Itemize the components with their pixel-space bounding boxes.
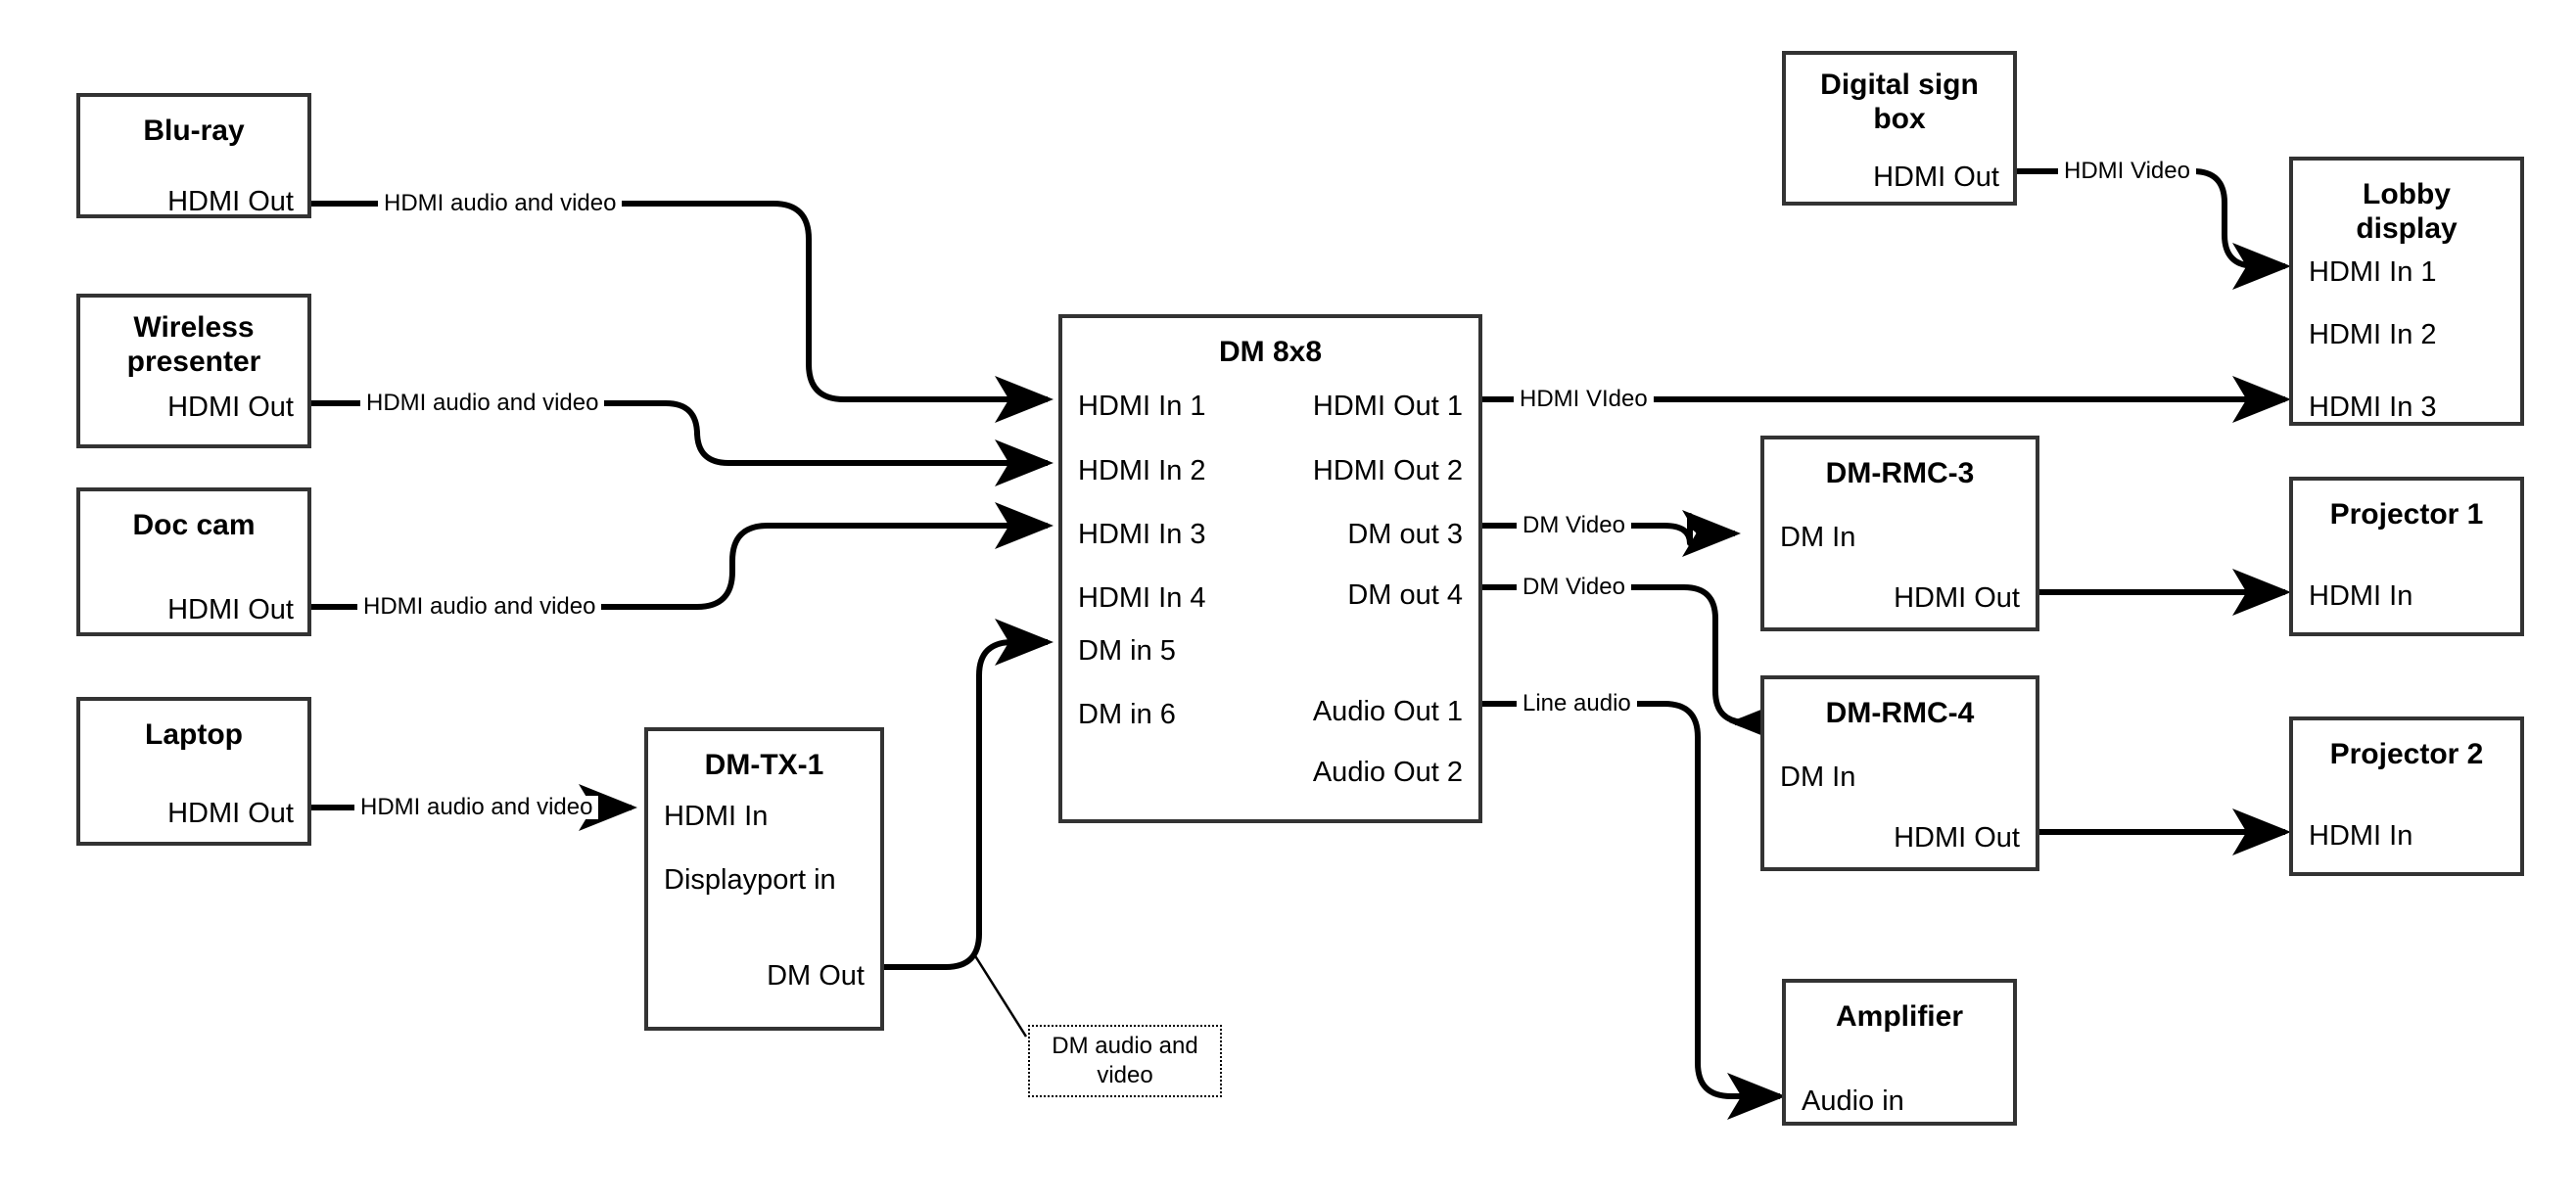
- node-wireless-presenter[interactable]: Wireless presenter HDMI Out: [76, 294, 311, 448]
- wire-wireless-to-dm8x8-hdmi-in-2: [311, 400, 1054, 486]
- node-wireless-presenter-title-line-2: presenter: [126, 346, 261, 378]
- node-amplifier[interactable]: Amplifier Audio in: [1782, 979, 2017, 1126]
- port-dm-8x8-dm-out-3[interactable]: DM out 3: [1347, 519, 1463, 550]
- port-wireless-presenter-hdmi-out[interactable]: HDMI Out: [167, 392, 294, 423]
- node-laptop[interactable]: Laptop HDMI Out: [76, 697, 311, 846]
- node-lobby-display-title-line-2: display: [2356, 212, 2458, 245]
- wire-label-dmout3-to-rmc3: DM Video: [1517, 514, 1631, 537]
- wire-label-wireless-to-dm8x8: HDMI audio and video: [360, 392, 605, 415]
- port-lobby-display-hdmi-in-2[interactable]: HDMI In 2: [2309, 319, 2437, 350]
- node-wireless-presenter-title-line-1: Wireless: [133, 311, 255, 344]
- port-dm-8x8-hdmi-in-3[interactable]: HDMI In 3: [1078, 519, 1206, 550]
- node-blu-ray-title: Blu-ray: [143, 115, 245, 147]
- port-dm-8x8-hdmi-in-4[interactable]: HDMI In 4: [1078, 582, 1206, 614]
- wire-label-signbox-to-lobby: HDMI Video: [2058, 160, 2196, 183]
- node-doc-cam-title: Doc cam: [132, 509, 256, 541]
- wire-bluray-to-dm8x8-hdmi-in-1: [311, 201, 1054, 423]
- port-dm-rmc-3-dm-in[interactable]: DM In: [1780, 522, 1856, 553]
- wire-doccam-to-dm8x8-hdmi-in-3: [311, 502, 1054, 610]
- node-digital-sign-box[interactable]: Digital sign box HDMI Out: [1782, 51, 2017, 206]
- port-dm-tx-1-hdmi-in[interactable]: HDMI In: [664, 801, 769, 832]
- wire-dm8x8-dmout4-to-dmrmc4-dm-in: [1482, 584, 1788, 746]
- port-digital-sign-box-hdmi-out[interactable]: HDMI Out: [1873, 162, 1999, 193]
- node-projector-2[interactable]: Projector 2 HDMI In: [2289, 716, 2524, 876]
- node-dm-tx-1-title: DM-TX-1: [704, 749, 824, 781]
- node-lobby-display-title-line-1: Lobby: [2363, 178, 2451, 210]
- node-dm-8x8[interactable]: DM 8x8 HDMI In 1 HDMI In 2 HDMI In 3 HDM…: [1058, 314, 1482, 823]
- port-lobby-display-hdmi-in-1[interactable]: HDMI In 1: [2309, 256, 2437, 288]
- port-dm-8x8-hdmi-out-2[interactable]: HDMI Out 2: [1312, 455, 1463, 486]
- node-digital-sign-box-title-line-2: box: [1873, 103, 1926, 135]
- wire-signbox-to-lobby-hdmi-in-1: [2015, 168, 2291, 290]
- node-projector-1-title: Projector 1: [2329, 498, 2484, 531]
- node-dm-rmc-4[interactable]: DM-RMC-4 DM In HDMI Out: [1760, 675, 2039, 871]
- node-dm-8x8-title: DM 8x8: [1218, 336, 1323, 368]
- node-dm-rmc-3[interactable]: DM-RMC-3 DM In HDMI Out: [1760, 436, 2039, 631]
- wire-label-laptop-to-dmtx1: HDMI audio and video: [354, 796, 599, 819]
- port-dm-8x8-dm-out-4[interactable]: DM out 4: [1347, 579, 1463, 611]
- node-projector-1[interactable]: Projector 1 HDMI In: [2289, 477, 2524, 636]
- port-doc-cam-hdmi-out[interactable]: HDMI Out: [167, 594, 294, 625]
- port-blu-ray-hdmi-out[interactable]: HDMI Out: [167, 186, 294, 217]
- port-projector-1-hdmi-in[interactable]: HDMI In: [2309, 580, 2413, 612]
- leader-dm-audio-and-video-callout: [972, 953, 1028, 1038]
- node-dm-rmc-4-title: DM-RMC-4: [1825, 697, 1975, 729]
- callout-dm-audio-and-video: DM audio and video: [1028, 1025, 1222, 1097]
- port-projector-2-hdmi-in[interactable]: HDMI In: [2309, 820, 2413, 852]
- wire-label-hdmiout1-to-lobby: HDMI VIdeo: [1514, 388, 1654, 411]
- port-dm-rmc-4-dm-in[interactable]: DM In: [1780, 762, 1856, 793]
- wire-label-audioout1-to-amplifier: Line audio: [1517, 692, 1637, 716]
- port-dm-8x8-hdmi-out-1[interactable]: HDMI Out 1: [1312, 391, 1463, 422]
- port-dm-tx-1-dm-out[interactable]: DM Out: [767, 960, 865, 992]
- node-dm-tx-1[interactable]: DM-TX-1 HDMI In Displayport in DM Out: [644, 727, 884, 1031]
- port-laptop-hdmi-out[interactable]: HDMI Out: [167, 798, 294, 829]
- node-lobby-display[interactable]: Lobby display HDMI In 1 HDMI In 2 HDMI I…: [2289, 157, 2524, 426]
- port-dm-8x8-hdmi-in-1[interactable]: HDMI In 1: [1078, 391, 1206, 422]
- node-projector-2-title: Projector 2: [2329, 738, 2484, 770]
- wire-dm8x8-dmout3-to-dmrmc3-dm-in: [1482, 510, 1741, 557]
- port-dm-tx-1-displayport-in[interactable]: Displayport in: [664, 864, 836, 896]
- node-doc-cam[interactable]: Doc cam HDMI Out: [76, 487, 311, 636]
- node-blu-ray[interactable]: Blu-ray HDMI Out: [76, 93, 311, 218]
- wire-dm8x8-audioout1-to-amplifier: [1482, 701, 1786, 1120]
- port-dm-8x8-audio-out-1[interactable]: Audio Out 1: [1312, 696, 1463, 727]
- wire-label-bluray-to-dm8x8: HDMI audio and video: [378, 192, 623, 215]
- port-dm-8x8-hdmi-in-2[interactable]: HDMI In 2: [1078, 455, 1206, 486]
- port-lobby-display-hdmi-in-3[interactable]: HDMI In 3: [2309, 392, 2437, 423]
- wire-label-doccam-to-dm8x8: HDMI audio and video: [357, 595, 602, 619]
- port-amplifier-audio-in[interactable]: Audio in: [1802, 1086, 1904, 1117]
- wire-label-dmout4-to-rmc4: DM Video: [1517, 576, 1631, 599]
- port-dm-rmc-3-hdmi-out[interactable]: HDMI Out: [1894, 582, 2020, 614]
- node-dm-rmc-3-title: DM-RMC-3: [1825, 457, 1975, 489]
- port-dm-8x8-dm-in-6[interactable]: DM in 6: [1078, 699, 1176, 730]
- port-dm-8x8-dm-in-5[interactable]: DM in 5: [1078, 635, 1176, 667]
- node-amplifier-title: Amplifier: [1835, 1000, 1964, 1033]
- node-laptop-title: Laptop: [145, 718, 243, 751]
- port-dm-8x8-audio-out-2[interactable]: Audio Out 2: [1312, 757, 1463, 788]
- port-dm-rmc-4-hdmi-out[interactable]: HDMI Out: [1894, 822, 2020, 854]
- wire-dmtx1-to-dm8x8-dm-in-5: [884, 619, 1054, 970]
- node-digital-sign-box-title-line-1: Digital sign: [1820, 69, 1979, 101]
